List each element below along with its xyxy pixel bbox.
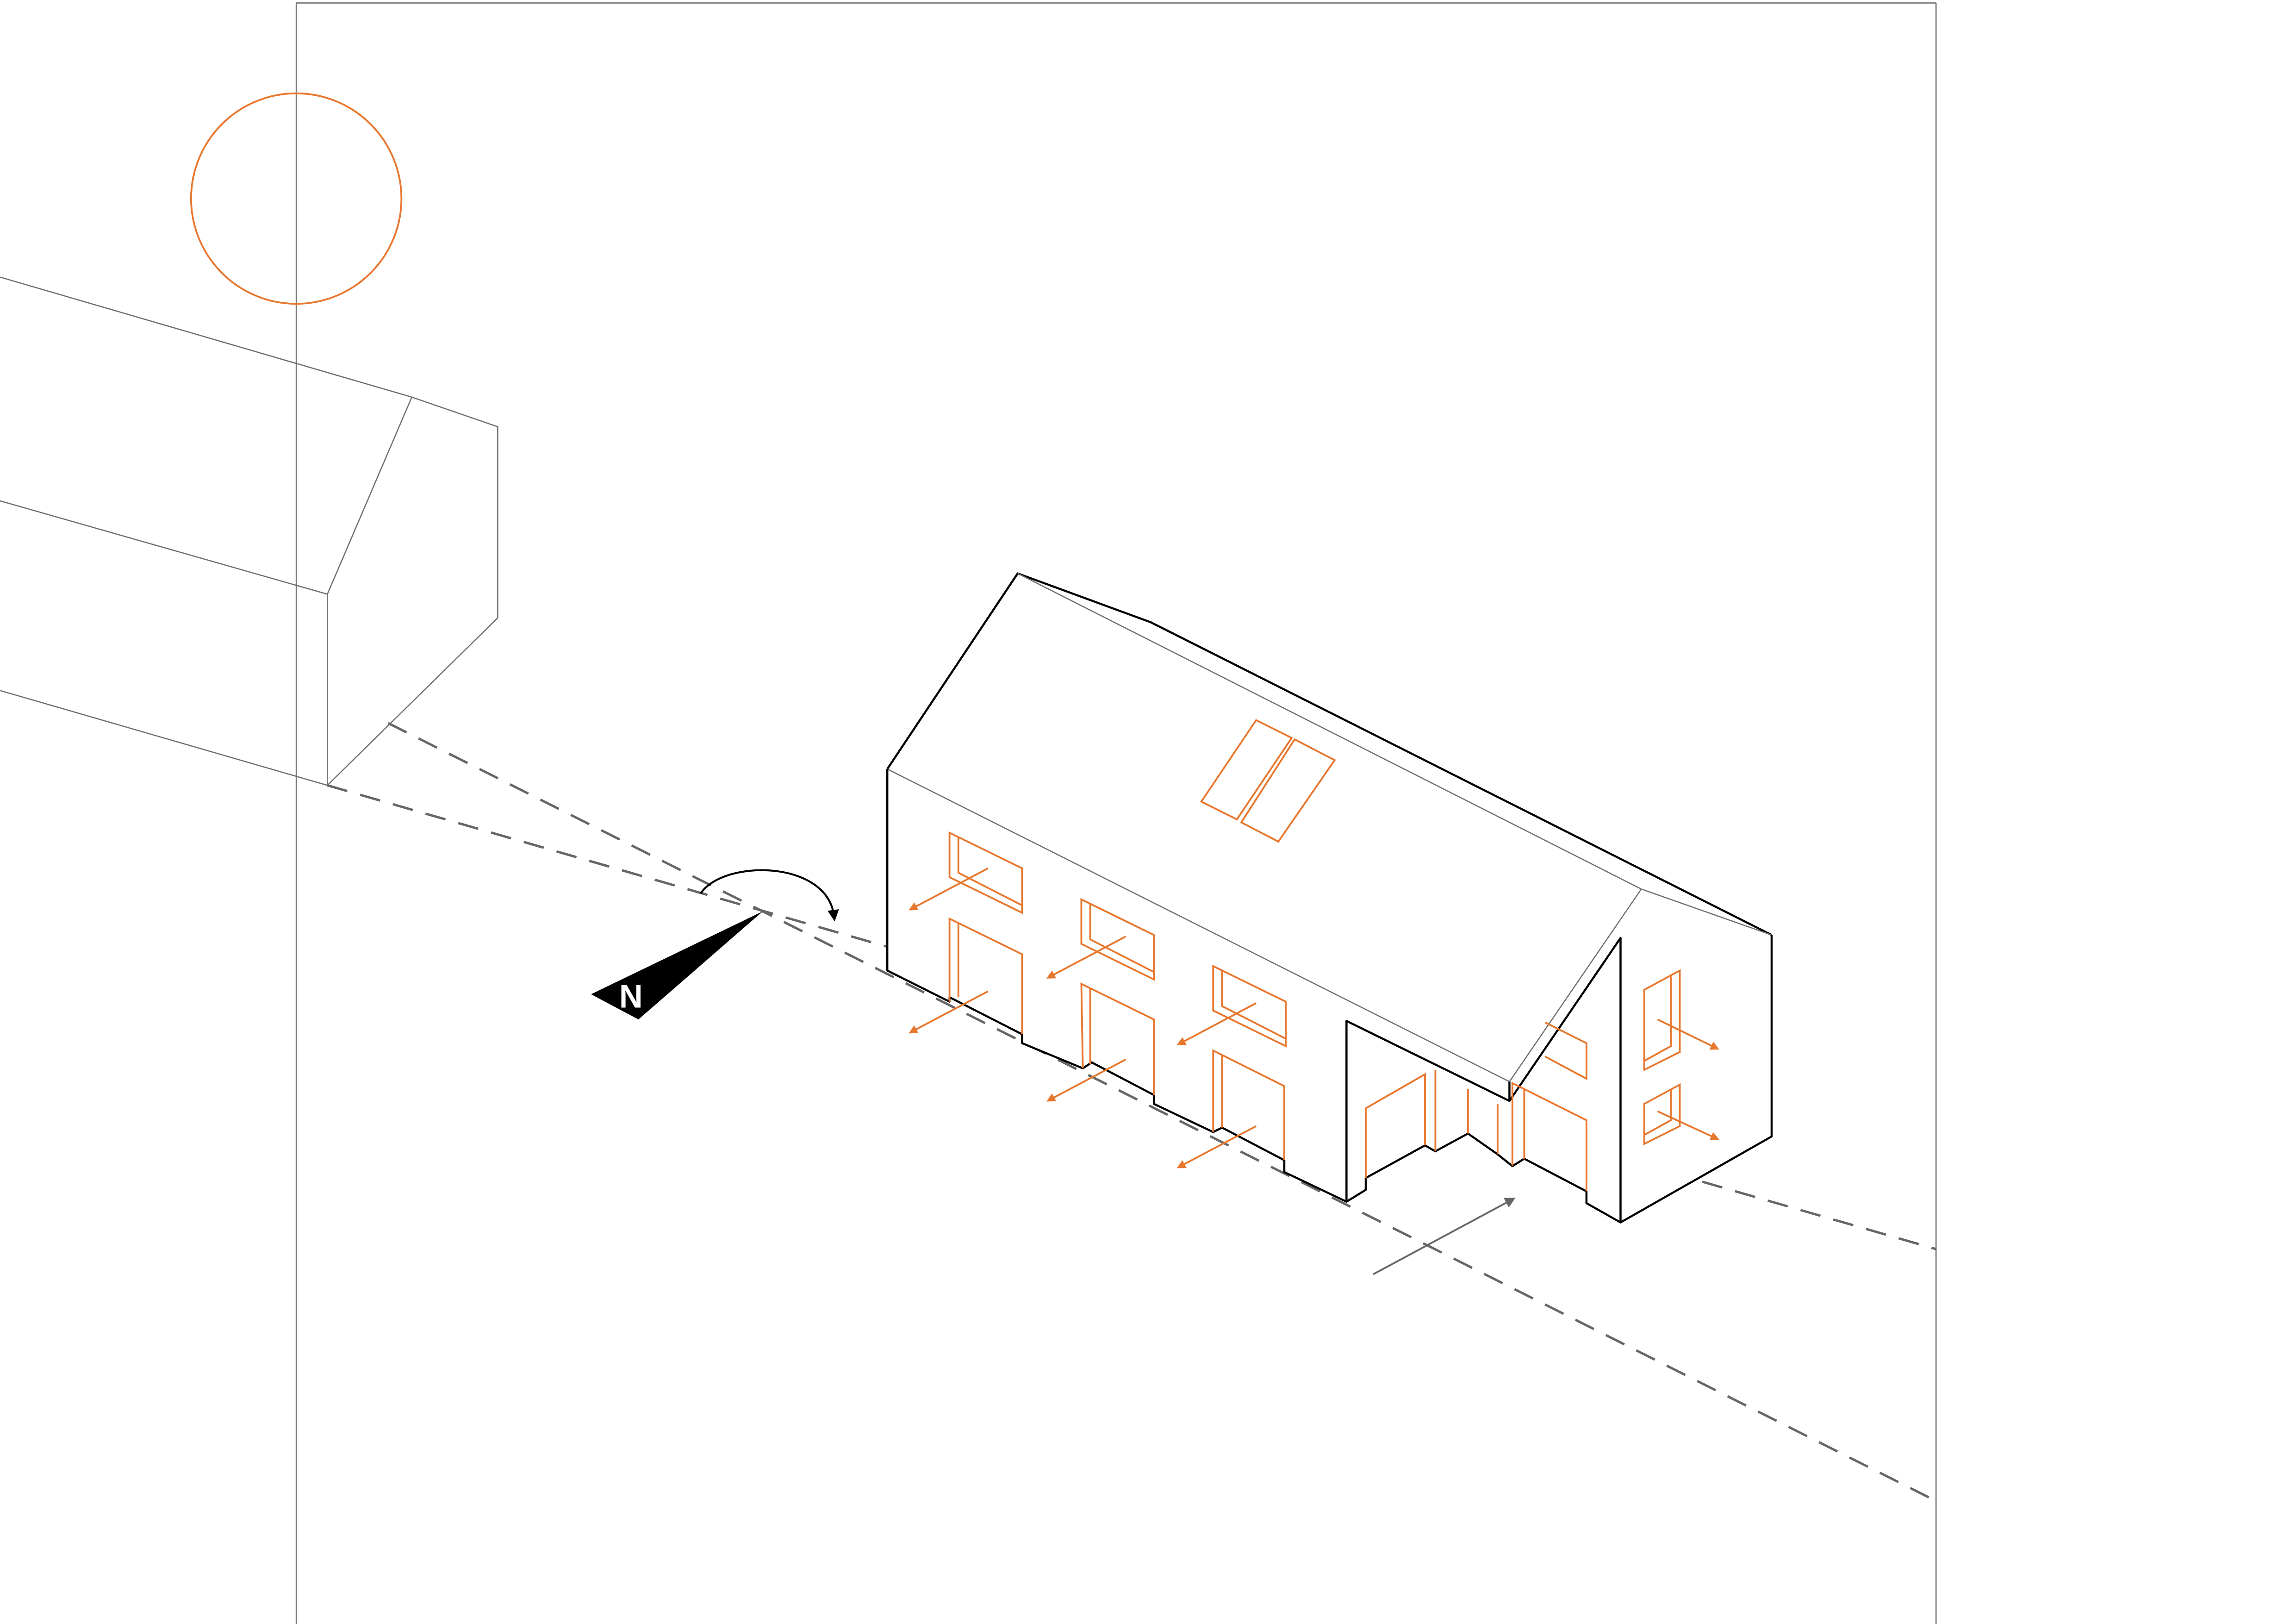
building — [886, 572, 1773, 1224]
arrow-icon — [1657, 1018, 1719, 1050]
view-arrows — [908, 867, 1720, 1168]
arrow-icon — [1657, 1110, 1720, 1140]
arrow-icon — [1176, 1125, 1257, 1168]
neighbor-house — [0, 276, 498, 787]
arrow-icon — [1046, 936, 1126, 979]
frame-lines — [295, 2, 1937, 1624]
north-arrow-icon — [591, 911, 763, 1020]
window — [1643, 1083, 1681, 1146]
arrow-icon — [1176, 1002, 1257, 1045]
door — [1511, 1081, 1587, 1192]
window — [1544, 1021, 1587, 1081]
door — [948, 917, 1023, 1035]
entrance-arrow-icon — [1373, 1198, 1516, 1275]
north-label: N — [619, 978, 643, 1014]
sun-icon — [190, 92, 403, 305]
door — [1080, 982, 1155, 1095]
rotation-arrow-icon — [700, 869, 839, 922]
door — [1365, 1073, 1426, 1178]
window — [948, 831, 1023, 914]
skylight — [1200, 719, 1293, 821]
window — [1643, 969, 1681, 1072]
north-compass: N — [591, 869, 839, 1020]
arrow-icon — [1046, 1058, 1126, 1102]
window — [1212, 964, 1287, 1048]
door — [1212, 1049, 1285, 1161]
arrow-icon — [908, 990, 989, 1034]
window — [1080, 898, 1155, 981]
arrow-icon — [908, 867, 989, 911]
skylight — [1240, 738, 1336, 843]
openings — [948, 719, 1681, 1192]
